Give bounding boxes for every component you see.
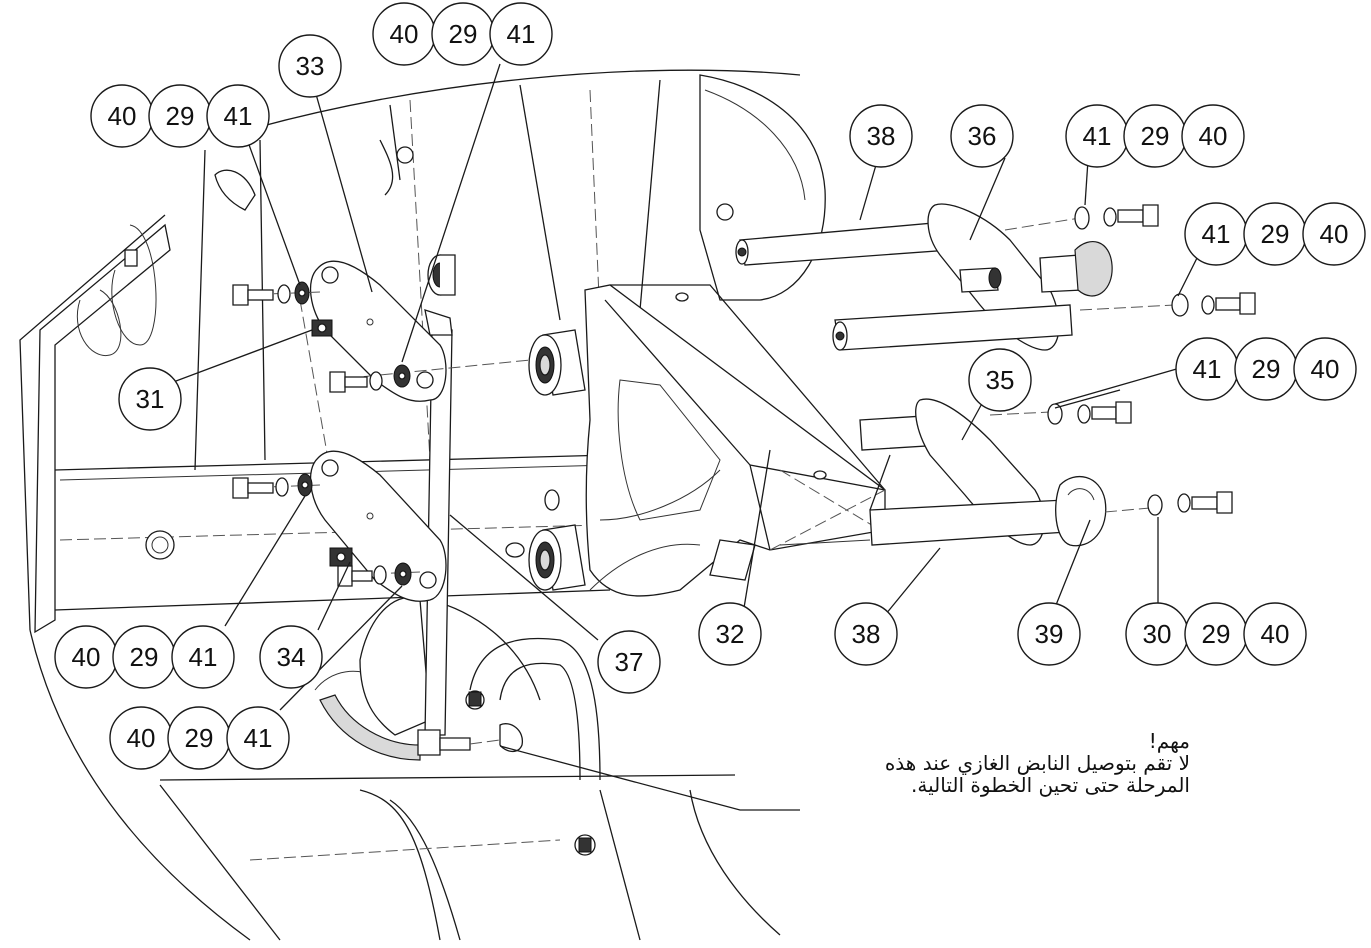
callout-group-bottom-right: 30 29 40 [1125, 602, 1307, 666]
callout-group-top-right: 41 29 40 [1065, 104, 1245, 168]
callout-label: 35 [986, 365, 1015, 395]
callout-group-right-3: 41 29 40 [1175, 337, 1357, 401]
bracket-32 [584, 284, 886, 597]
callout-35: 35 [968, 348, 1032, 412]
plate-33 [232, 260, 531, 402]
callout-label: 33 [296, 51, 325, 81]
callout-group-bottom-left: 40 29 41 [54, 625, 235, 689]
callout-label: 41 [244, 723, 273, 753]
callout-label: 40 [127, 723, 156, 753]
callout-label: 41 [1083, 121, 1112, 151]
callout-label: 41 [189, 642, 218, 672]
callout-label: 29 [130, 642, 159, 672]
callout-label: 29 [1202, 619, 1231, 649]
callout-37: 37 [597, 630, 661, 694]
callout-38-bottom: 38 [834, 602, 898, 666]
warning-note: مهم! لا تقم بتوصيل النابض الغازي عند هذه… [735, 730, 1190, 796]
lower-assembly-35 [779, 398, 1233, 547]
callout-32: 32 [698, 602, 762, 666]
callout-label: 40 [108, 101, 137, 131]
warning-heading: مهم! [1148, 729, 1190, 753]
callout-label: 40 [390, 19, 419, 49]
callout-label: 29 [1261, 219, 1290, 249]
warning-line-1: لا تقم بتوصيل النابض الغازي عند هذه [884, 751, 1190, 775]
callout-group-top-left: 40 29 41 [90, 84, 270, 148]
callout-33: 33 [278, 34, 342, 98]
gas-spring-37 [417, 309, 523, 756]
callout-label: 34 [277, 642, 306, 672]
callout-34: 34 [259, 625, 323, 689]
callout-label: 40 [72, 642, 101, 672]
callout-label: 29 [1141, 121, 1170, 151]
callout-label: 31 [136, 384, 165, 414]
leader-lines [167, 63, 1199, 811]
callout-label: 29 [166, 101, 195, 131]
callout-label: 40 [1199, 121, 1228, 151]
warning-line-2: المرحلة حتى تحين الخطوة التالية. [911, 773, 1190, 797]
callout-group-right-2: 41 29 40 [1184, 202, 1366, 266]
callout-label: 40 [1311, 354, 1340, 384]
callout-label: 41 [224, 101, 253, 131]
callout-label: 30 [1143, 619, 1172, 649]
callout-label: 37 [615, 647, 644, 677]
detail-view-outline [19, 69, 801, 941]
callout-label: 39 [1035, 619, 1064, 649]
callout-label: 32 [716, 619, 745, 649]
callout-31: 31 [118, 367, 182, 431]
callout-label: 36 [968, 121, 997, 151]
plate-34 [232, 450, 447, 602]
callout-38-top: 38 [849, 104, 913, 168]
upper-assembly-36 [735, 203, 1256, 351]
callout-label: 29 [449, 19, 478, 49]
callout-label: 38 [852, 619, 881, 649]
callout-label: 40 [1320, 219, 1349, 249]
callout-label: 40 [1261, 619, 1290, 649]
callout-36: 36 [950, 104, 1014, 168]
callout-label: 38 [867, 121, 896, 151]
callout-group-top-center: 40 29 41 [372, 2, 553, 66]
callout-label: 29 [1252, 354, 1281, 384]
callout-label: 41 [507, 19, 536, 49]
callout-group-bottom-left-2: 40 29 41 [109, 706, 290, 770]
callout-label: 41 [1202, 219, 1231, 249]
callout-label: 41 [1193, 354, 1222, 384]
callout-39: 39 [1017, 602, 1081, 666]
callout-label: 29 [185, 723, 214, 753]
